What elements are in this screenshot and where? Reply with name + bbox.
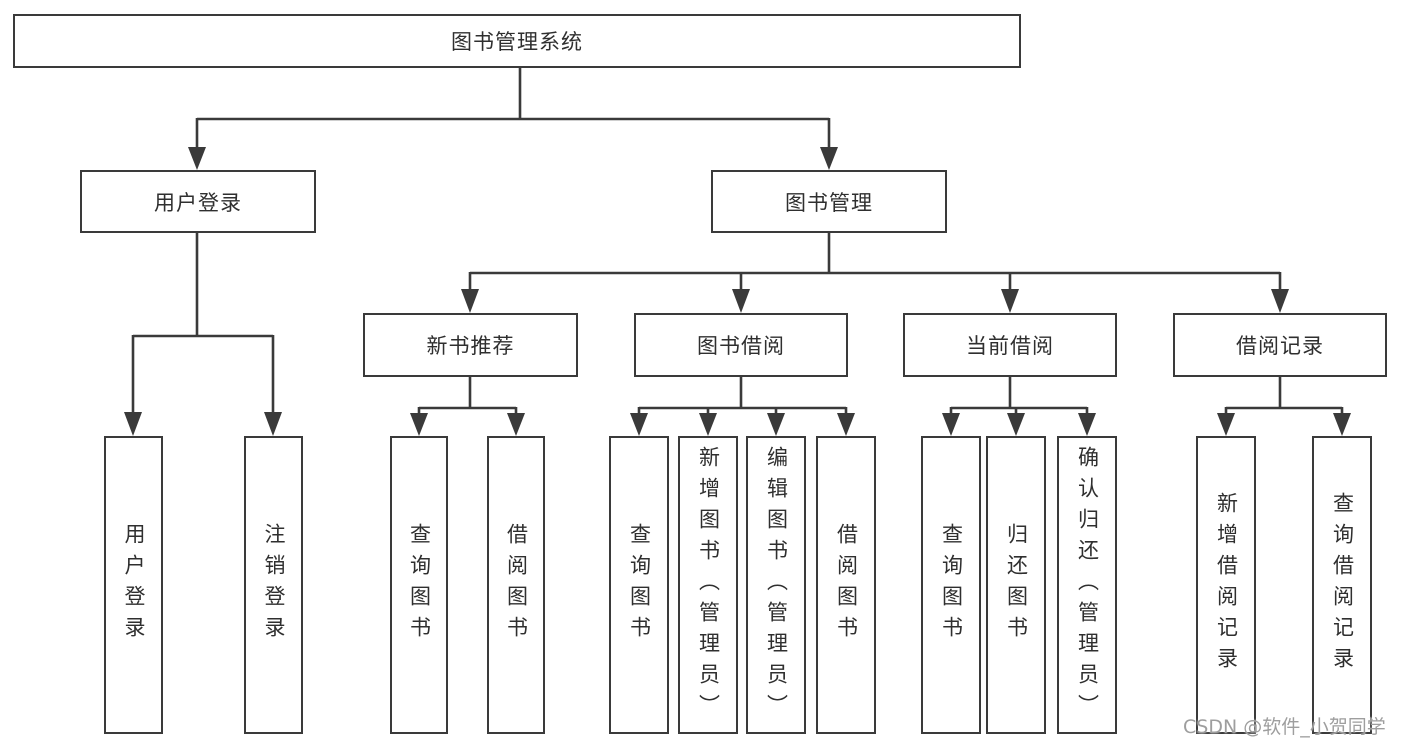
leaf-label: 确认归还（管理员）	[1075, 445, 1100, 725]
connector-book-management-to-level3	[461, 233, 1289, 313]
watermark: CSDN @软件_小贺同学	[1183, 716, 1386, 738]
leaf-user-login: 用户登录	[104, 436, 163, 734]
leaf-label: 归还图书	[1004, 523, 1029, 647]
node-book-management-label: 图书管理	[785, 190, 873, 215]
connector-root-to-level2	[188, 68, 838, 170]
leaf-label: 新增图书（管理员）	[696, 445, 721, 725]
node-new-book-recommend: 新书推荐	[363, 313, 578, 377]
leaf-recommend-borrow-books: 借阅图书	[487, 436, 545, 734]
leaf-label: 注销登录	[262, 523, 286, 647]
leaf-label: 查询图书	[407, 523, 432, 647]
connector-borrowing-records-to-leaves	[1217, 377, 1351, 436]
connector-new-book-recommend-to-leaves	[410, 377, 525, 436]
node-borrowing-records-label: 借阅记录	[1236, 334, 1324, 358]
leaf-current-query-books: 查询图书	[921, 436, 981, 734]
leaf-label: 查询图书	[627, 523, 652, 647]
leaf-label: 编辑图书（管理员）	[764, 445, 789, 725]
node-root-label: 图书管理系统	[451, 30, 583, 54]
node-book-borrowing-label: 图书借阅	[697, 334, 785, 358]
leaf-borrowing-edit-books-admin: 编辑图书（管理员）	[746, 436, 806, 734]
leaf-label: 借阅图书	[504, 523, 529, 647]
leaf-label: 用户登录	[122, 523, 146, 647]
node-current-borrowing: 当前借阅	[903, 313, 1117, 377]
leaf-records-query-record: 查询借阅记录	[1312, 436, 1372, 734]
leaf-current-confirm-return-admin: 确认归还（管理员）	[1057, 436, 1117, 734]
node-new-book-recommend-label: 新书推荐	[426, 334, 515, 358]
node-user-login: 用户登录	[80, 170, 316, 233]
leaf-borrowing-borrow-books: 借阅图书	[816, 436, 876, 734]
node-current-borrowing-label: 当前借阅	[966, 334, 1054, 358]
leaf-borrowing-query-books: 查询图书	[609, 436, 669, 734]
leaf-recommend-query-books: 查询图书	[390, 436, 448, 734]
leaf-records-add-record: 新增借阅记录	[1196, 436, 1256, 734]
leaf-label: 查询借阅记录	[1330, 492, 1355, 678]
connector-user-login-to-leaves	[124, 233, 282, 436]
node-borrowing-records: 借阅记录	[1173, 313, 1387, 377]
leaf-current-return-books: 归还图书	[986, 436, 1046, 734]
leaf-logout: 注销登录	[244, 436, 303, 734]
node-book-management: 图书管理	[711, 170, 947, 233]
connector-book-borrowing-to-leaves	[630, 377, 855, 436]
leaf-label: 借阅图书	[834, 523, 859, 647]
connector-current-borrowing-to-leaves	[942, 377, 1096, 436]
node-root: 图书管理系统	[13, 14, 1021, 68]
node-book-borrowing: 图书借阅	[634, 313, 848, 377]
leaf-label: 新增借阅记录	[1214, 492, 1239, 678]
node-user-login-label: 用户登录	[154, 190, 242, 215]
leaf-borrowing-add-books-admin: 新增图书（管理员）	[678, 436, 738, 734]
leaf-label: 查询图书	[939, 523, 964, 647]
